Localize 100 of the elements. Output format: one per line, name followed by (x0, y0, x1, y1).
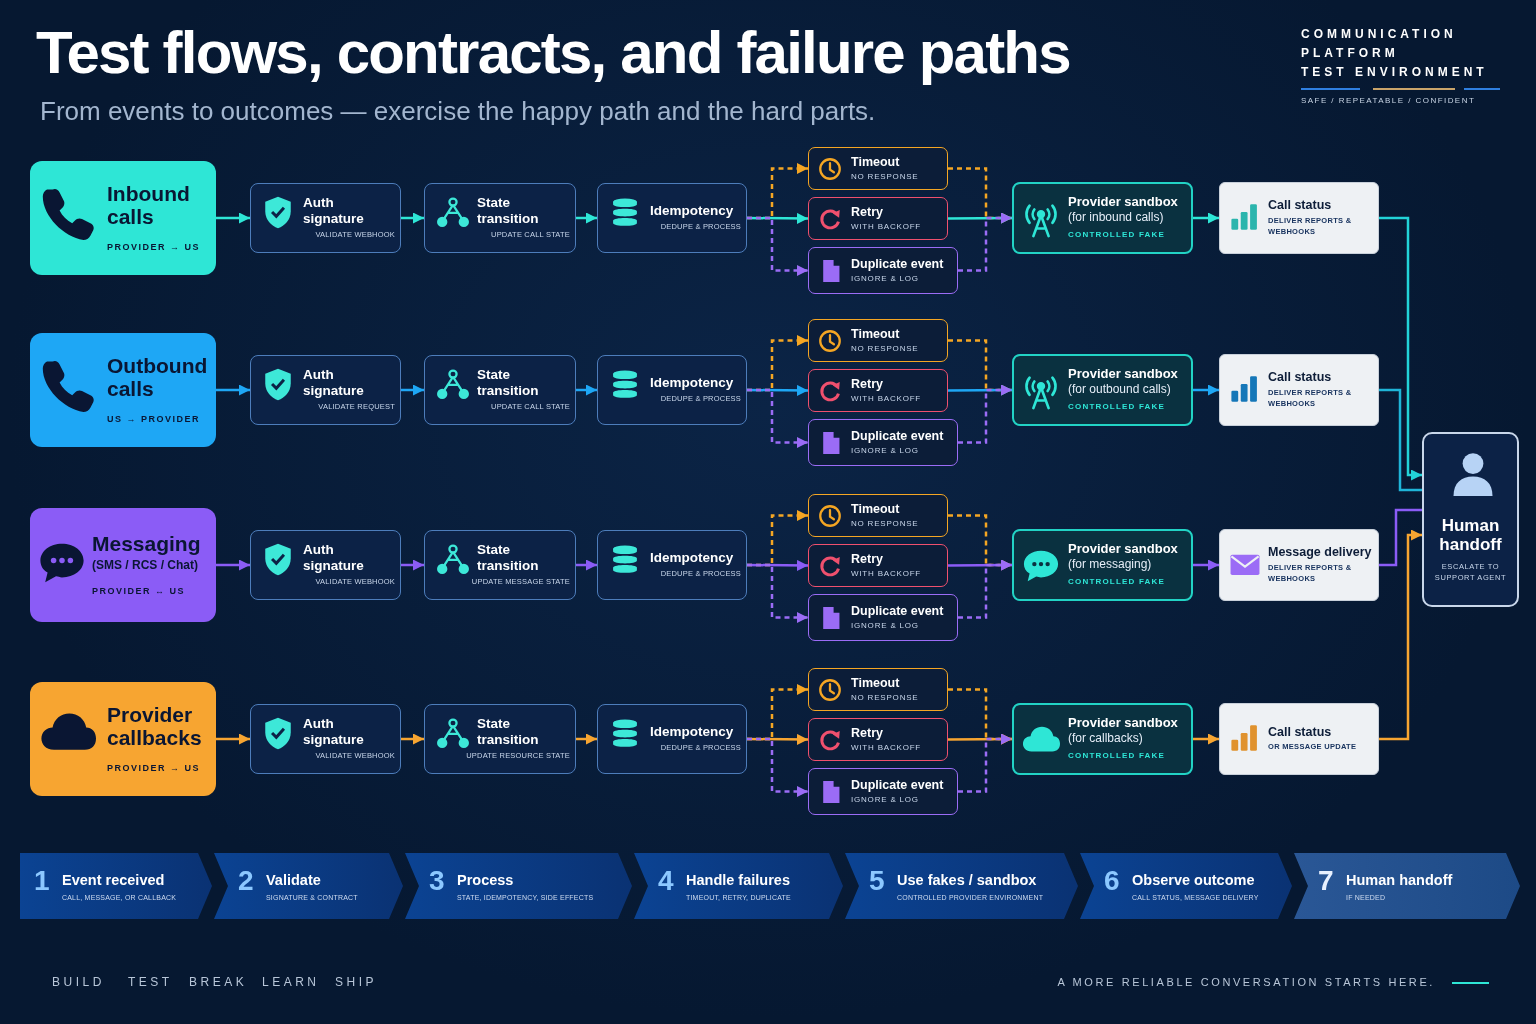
state-box (424, 183, 576, 253)
retry-box (808, 197, 948, 240)
node-title: Outbound calls (107, 353, 209, 401)
timeout-box (808, 147, 948, 190)
step-number: 3 (429, 867, 445, 895)
dashed-arrow (958, 384, 1012, 444)
retry-box (808, 718, 948, 761)
idempotency-box (597, 704, 747, 774)
node-caption: IGNORE & LOG (851, 619, 920, 632)
source-card (30, 508, 216, 622)
node-title: Timeout (851, 154, 901, 169)
status-card (1219, 529, 1379, 601)
sandbox-box (1012, 354, 1193, 426)
step-title: Event received (62, 871, 166, 888)
node-caption: CONTROLLED FAKE (1068, 401, 1167, 413)
node-title: Duplicate event (851, 256, 945, 271)
node-subtitle: (for callbacks) (1068, 731, 1144, 747)
step-number: 2 (238, 867, 254, 895)
node-title: Idempotency (650, 549, 735, 566)
header-label: PLATFORM (1301, 46, 1399, 60)
node-title: Auth signature (303, 195, 365, 227)
header-label: TEST ENVIRONMENT (1301, 65, 1488, 79)
node-caption: WITH BACKOFF (851, 220, 923, 233)
footer-word: TEST (128, 975, 173, 989)
status-card (1219, 354, 1379, 426)
node-title: Provider sandbox (1068, 716, 1179, 732)
arrow (216, 559, 250, 571)
duplicate-box (808, 419, 958, 466)
step-title: Handle failures (686, 871, 791, 888)
node-title: Idempotency (650, 374, 735, 391)
node-title: Inbound calls (107, 181, 191, 229)
footer-word: SHIP (335, 975, 377, 989)
node-title: Provider sandbox (1068, 542, 1179, 558)
node-title: Duplicate event (851, 777, 945, 792)
node-caption: WITH BACKOFF (851, 567, 923, 580)
step-title: Human handoff (1346, 871, 1454, 888)
node-title: Idempotency (650, 723, 735, 740)
duplicate-box (808, 594, 958, 641)
node-caption: CONTROLLED FAKE (1068, 229, 1167, 241)
node-title: Retry (851, 204, 884, 219)
node-title: Idempotency (650, 202, 735, 219)
node-caption: WITH BACKOFF (851, 392, 923, 405)
arrow (401, 733, 424, 745)
node-title: Duplicate event (851, 428, 945, 443)
duplicate-box (808, 768, 958, 815)
node-title: Call status (1268, 198, 1333, 213)
node-caption: NO RESPONSE (851, 691, 920, 704)
node-title: Provider sandbox (1068, 195, 1179, 211)
node-title: Provider sandbox (1068, 367, 1179, 383)
node-caption: CONTROLLED FAKE (1068, 750, 1167, 762)
state-box (424, 355, 576, 425)
arrow (1193, 212, 1219, 224)
node-title: State transition (477, 542, 540, 574)
source-card (30, 161, 216, 275)
node-caption: WITH BACKOFF (851, 741, 923, 754)
arrow (1379, 216, 1422, 481)
dashed-arrow (747, 737, 808, 797)
arrow (216, 733, 250, 745)
step-number: 6 (1104, 867, 1120, 895)
retry-box (808, 369, 948, 412)
title: Test flows, contracts, and failure paths (36, 18, 1070, 87)
arrow (216, 212, 250, 224)
arrow (1193, 559, 1219, 571)
node-caption: NO RESPONSE (851, 170, 920, 183)
dashed-arrow (747, 216, 808, 276)
duplicate-box (808, 247, 958, 294)
node-title: Auth signature (303, 542, 365, 574)
source-card (30, 682, 216, 796)
arrow (576, 733, 597, 745)
node-title: Message delivery (1268, 545, 1373, 560)
arrow (401, 212, 424, 224)
node-caption: PROVIDER → US (107, 762, 201, 775)
arrow (1193, 733, 1219, 745)
idempotency-box (597, 183, 747, 253)
arrow (576, 559, 597, 571)
timeout-box (808, 668, 948, 711)
timeout-box (808, 494, 948, 537)
dashed-arrow (958, 733, 1012, 793)
step-title: Observe outcome (1132, 871, 1256, 888)
auth-box (250, 704, 401, 774)
node-subtitle: (for messaging) (1068, 557, 1153, 573)
source-card (30, 333, 216, 447)
auth-box (250, 530, 401, 600)
node-caption: IGNORE & LOG (851, 793, 920, 806)
step-title: Process (457, 871, 515, 888)
sandbox-box (1012, 529, 1193, 601)
timeout-box (808, 319, 948, 362)
node-title: Auth signature (303, 367, 365, 399)
arrow (1193, 384, 1219, 396)
step-title: Use fakes / sandbox (897, 871, 1038, 888)
status-card (1219, 182, 1379, 254)
arrow (401, 384, 424, 396)
dashed-arrow (747, 388, 808, 448)
state-box (424, 704, 576, 774)
auth-box (250, 355, 401, 425)
node-title: Call status (1268, 724, 1333, 740)
node-title: Retry (851, 551, 884, 566)
subtitle: From events to outcomes — exercise the happy path and the hard parts. (40, 96, 876, 127)
node-title: Human handoff (1438, 516, 1503, 555)
header-label: COMMUNICATION (1301, 27, 1457, 41)
